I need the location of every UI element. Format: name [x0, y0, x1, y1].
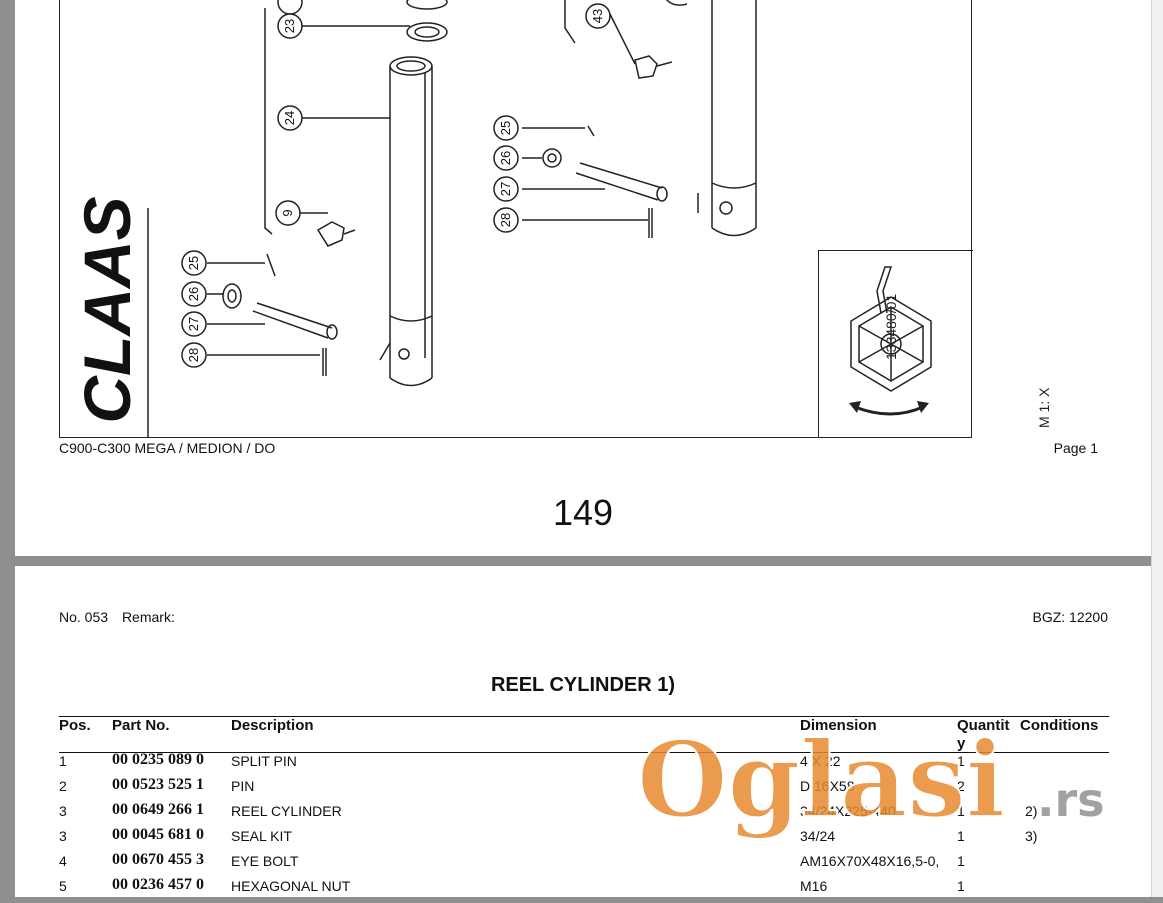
cell-conditions: 2)	[1025, 803, 1038, 819]
cell-description: HEXAGONAL NUT	[231, 878, 351, 894]
cell-pos: 2	[59, 778, 67, 794]
table-row: 5 00 0236 457 0 HEXAGONAL NUT M16 1	[15, 876, 1151, 903]
cell-part-no: 00 0235 089 0	[112, 751, 204, 768]
callout-25-mid: 25	[498, 121, 513, 135]
callout-26-mid: 26	[498, 151, 513, 165]
page-number: 149	[552, 492, 614, 533]
table-row: 4 00 0670 455 3 EYE BOLT AM16X70X48X16,5-0,…	[15, 851, 1151, 878]
cell-part-no: 00 0236 457 0	[112, 876, 204, 893]
table-row: 2 00 0523 525 1 PIN D 16X58 2	[15, 776, 1151, 803]
col-header-pos: Pos.	[59, 717, 91, 734]
cell-dimension: 4 X 22	[800, 753, 841, 769]
cell-description: EYE BOLT	[231, 853, 299, 869]
callout-26-left: 26	[186, 287, 201, 301]
cell-dimension: D 16X58	[800, 778, 855, 794]
exploded-view-drawing: 23 24 9 25 26 27 28 43 25 26 27 28 CLAAS	[70, 0, 757, 438]
callout-27-mid: 27	[498, 182, 513, 196]
cell-part-no: 00 0670 455 3	[112, 851, 204, 868]
model-line: C900-C300 MEGA / MEDION / DO	[59, 440, 276, 456]
col-header-conditions: Conditions	[1020, 717, 1099, 734]
col-header-quantity: Quantit y	[957, 717, 1010, 752]
table-header-rule	[59, 752, 1109, 753]
bgz-code: BGZ: 12200	[1032, 609, 1109, 625]
cell-quantity: 1	[957, 753, 965, 769]
drawing-frame: 23 24 9 25 26 27 28 43 25 26 27 28 CLAAS	[59, 0, 973, 438]
col-header-part-no: Part No.	[112, 717, 170, 734]
page-title: REEL CYLINDER 1)	[490, 674, 676, 696]
watermark-text: Oglasi	[637, 724, 1005, 841]
cell-pos: 1	[59, 753, 67, 769]
scale-label: M 1: X	[1036, 387, 1052, 428]
cell-part-no: 00 0045 681 0	[112, 826, 204, 843]
callout-43: 43	[590, 9, 605, 23]
cell-description: REEL CYLINDER	[231, 803, 342, 819]
cell-pos: 4	[59, 853, 67, 869]
callout-markers	[181, 0, 611, 368]
brand-logo: CLAAS	[70, 196, 144, 423]
table-row: 3 00 0649 266 1 REEL CYLINDER 34/24X225-440…	[15, 801, 1151, 828]
sheet-meta: No. 053 Remark:	[59, 609, 185, 625]
drawing-page: 23 24 9 25 26 27 28 43 25 26 27 28 CLAAS	[15, 0, 1151, 556]
table-row: 3 00 0045 681 0 SEAL KIT 34/24 1 3)	[15, 826, 1151, 853]
table-top-rule	[59, 716, 1109, 717]
cell-quantity: 1	[957, 878, 965, 894]
cell-dimension: 34/24X225-440	[800, 803, 896, 819]
col-header-description: Description	[231, 717, 314, 734]
watermark-suffix: .rs	[1037, 773, 1105, 827]
cell-part-no: 00 0649 266 1	[112, 801, 204, 818]
cell-pos: 3	[59, 803, 67, 819]
callout-25-left: 25	[186, 256, 201, 270]
cell-dimension: 34/24	[800, 828, 836, 844]
cell-pos: 3	[59, 828, 67, 844]
cell-dimension: AM16X70X48X16,5-0,	[800, 853, 940, 869]
remark-label: Remark:	[121, 609, 175, 625]
callout-28-left: 28	[186, 348, 201, 362]
col-header-dimension: Dimension	[800, 717, 877, 734]
cell-description: SEAL KIT	[231, 828, 292, 844]
callout-27-left: 27	[186, 317, 201, 331]
cell-quantity: 1	[957, 828, 965, 844]
callout-28-mid: 28	[498, 213, 513, 227]
cell-quantity: 2	[957, 778, 965, 794]
callout-23: 23	[282, 19, 297, 33]
cell-part-no: 00 0523 525 1	[112, 776, 204, 793]
cell-dimension: M16	[800, 878, 828, 894]
table-row: 1 00 0235 089 0 SPLIT PIN 4 X 22 1	[15, 751, 1151, 778]
callout-9: 9	[280, 209, 295, 216]
cell-description: PIN	[231, 778, 255, 794]
cell-description: SPLIT PIN	[231, 753, 297, 769]
cell-quantity: 1	[957, 803, 965, 819]
viewer-scrollbar[interactable]	[1151, 0, 1163, 897]
cell-pos: 5	[59, 878, 67, 894]
parts-list-page: No. 053 Remark: BGZ: 12200 REEL CYLINDER…	[15, 566, 1151, 897]
page-label: Page 1	[1053, 440, 1098, 456]
scale-box	[818, 250, 973, 437]
reel-hexagon-diagram	[849, 266, 932, 416]
drawing-number: 133480/01	[883, 293, 899, 360]
sheet-no: No. 053	[59, 609, 109, 625]
cell-quantity: 1	[957, 853, 965, 869]
callout-24: 24	[282, 111, 297, 125]
cell-conditions: 3)	[1025, 828, 1038, 844]
watermark: Oglasi .rs	[637, 724, 1105, 842]
